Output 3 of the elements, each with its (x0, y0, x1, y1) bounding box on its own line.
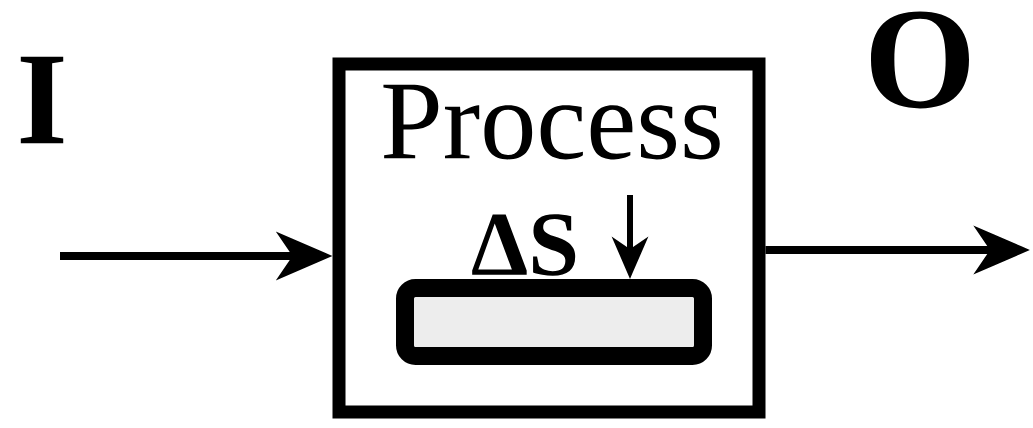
edge-label: I (20, 56, 64, 144)
edge-label: O (871, 11, 969, 109)
storage-bar (396, 279, 712, 365)
